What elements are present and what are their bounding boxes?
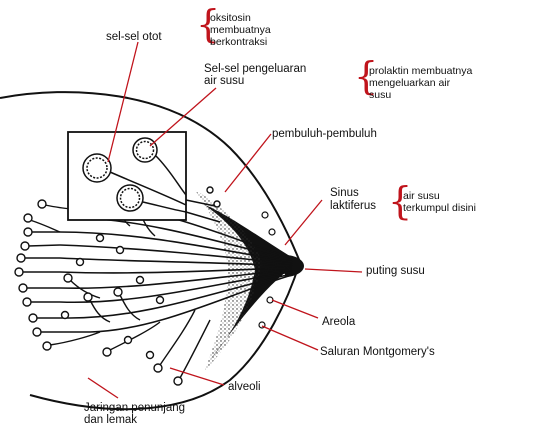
label-sel-otot: sel-sel otot xyxy=(106,31,162,43)
note-oksitosin-1: oksitosin xyxy=(210,13,251,24)
note-air-susu-2: terkumpul disini xyxy=(403,203,476,214)
label-montgomery: Saluran Montgomery's xyxy=(320,346,435,358)
label-alveoli: alveoli xyxy=(228,381,261,393)
note-prolaktin-2: mengeluarkan air xyxy=(369,78,450,89)
label-jaringan-1: Jaringan penunjang xyxy=(84,402,185,414)
label-puting: puting susu xyxy=(366,265,425,277)
label-jaringan-2: dan lemak xyxy=(84,414,137,426)
label-sel-pengeluaran-1: Sel-sel pengeluaran xyxy=(204,63,306,75)
note-prolaktin-1: prolaktin membuatnya xyxy=(369,66,472,77)
note-oksitosin-3: berkontraksi xyxy=(210,37,267,48)
label-pembuluh: pembuluh-pembuluh xyxy=(272,128,377,140)
label-sel-pengeluaran-2: air susu xyxy=(204,75,244,87)
note-prolaktin-3: susu xyxy=(369,90,391,101)
label-sinus-1: Sinus xyxy=(330,187,359,199)
ducts xyxy=(60,205,292,332)
label-areola: Areola xyxy=(322,316,355,328)
label-sinus-2: laktiferus xyxy=(330,200,376,212)
note-oksitosin-2: membuatnya xyxy=(210,25,271,36)
note-air-susu-1: air susu xyxy=(403,191,440,202)
